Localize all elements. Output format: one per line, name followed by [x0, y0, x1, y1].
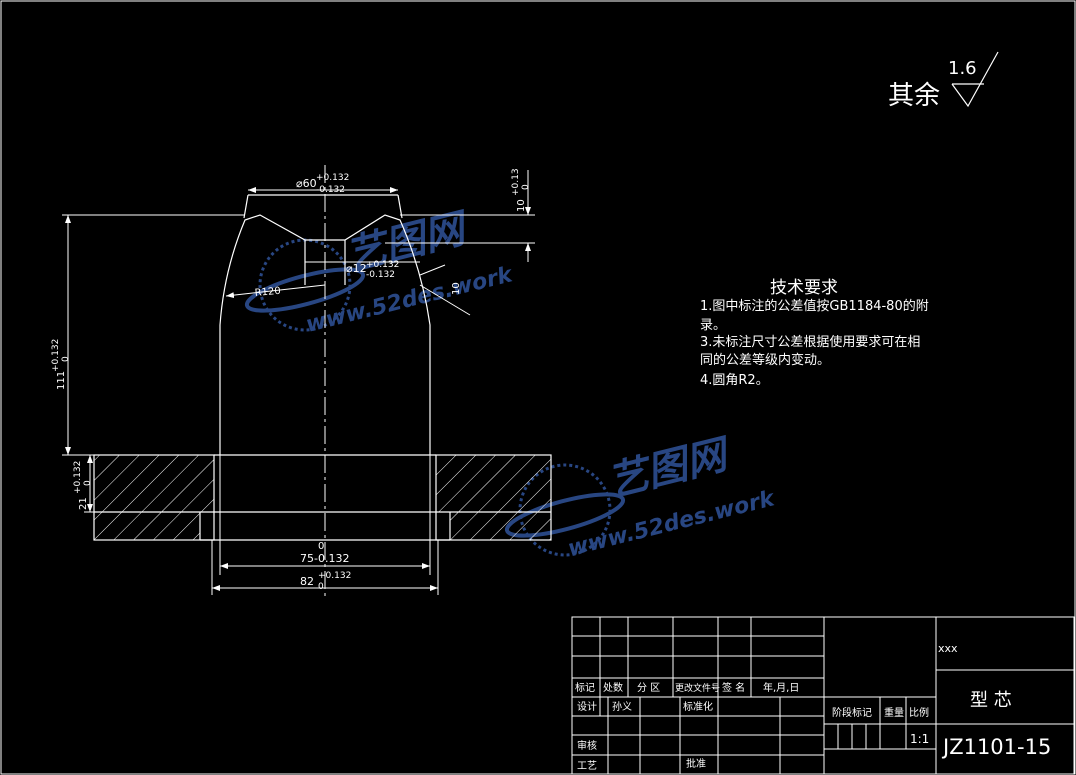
- review-label: 审核: [577, 739, 597, 752]
- dim-base-height-tol: +0.132: [73, 461, 83, 494]
- col-label: 标记: [575, 682, 595, 694]
- surface-value: 1.6: [948, 58, 977, 79]
- drawing-number: JZ1101-15: [941, 735, 1051, 759]
- surface-label: 其余: [888, 81, 940, 111]
- tech-line: 3.未标注尺寸公差根据使用要求可在相: [700, 334, 920, 350]
- dim-radius: R120: [254, 286, 281, 299]
- dim-hole-diameter: ⌀12: [346, 262, 367, 275]
- title-block: [571, 616, 1075, 775]
- dim-angle: 10: [451, 282, 462, 295]
- dim-base-height-zero: 0: [83, 480, 93, 486]
- weight-label: 重量: [884, 706, 904, 719]
- col-label: 分 区: [637, 682, 660, 694]
- dimension-labels: ⌀60 +0.132 -0.132 ⌀12 +0.132 -0.132 R120…: [51, 168, 531, 592]
- designer-label: 设计: [577, 700, 597, 713]
- col-label: 处数: [603, 681, 623, 694]
- dim-right-height-tol: +0.13: [511, 168, 521, 196]
- title-block-text: 标记 处数 分 区 更改文件号 签 名 年,月,日 设计 孙义 标准化 审核 工…: [575, 642, 1051, 772]
- technical-requirements: 技术要求 1.图中标注的公差值按GB1184-80的附 录。 3.未标注尺寸公差…: [700, 278, 929, 388]
- surface-roughness-symbol: 其余 1.6: [888, 51, 999, 111]
- col-label: 更改文件号: [675, 682, 720, 694]
- dimensions: [62, 170, 535, 595]
- process-label: 工艺: [577, 760, 597, 772]
- tech-title: 技术要求: [770, 278, 838, 298]
- dim-total-height-zero: 0: [61, 356, 71, 362]
- standard-label: 标准化: [683, 700, 713, 713]
- dim-outer-width-zero: 0: [318, 582, 324, 592]
- dim-top-tol-up: +0.132: [316, 173, 349, 183]
- approve-label: 批准: [686, 757, 706, 770]
- dim-total-height: 111: [56, 371, 67, 390]
- dim-total-height-tol: +0.132: [51, 339, 61, 372]
- dim-bottom-zero: 0: [318, 541, 324, 552]
- dim-right-height: 10: [516, 199, 527, 212]
- tech-line: 1.图中标注的公差值按GB1184-80的附: [700, 298, 929, 314]
- watermark-brand: 艺图网: [603, 431, 736, 506]
- col-label: 年,月,日: [763, 681, 799, 694]
- tech-line: 4.圆角R2。: [700, 373, 769, 388]
- dim-outer-width: 82: [300, 575, 314, 588]
- company-name: xxx: [938, 642, 958, 655]
- dim-outer-width-tol: +0.132: [318, 571, 351, 581]
- scale-label: 比例: [909, 706, 929, 719]
- dim-hole-tol-low: -0.132: [366, 270, 395, 280]
- base-hatch: [94, 455, 551, 540]
- dim-top-diameter: ⌀60: [296, 177, 317, 190]
- stage-label: 阶段标记: [832, 706, 872, 719]
- watermark-url: www.52des.work: [565, 486, 778, 562]
- dim-inner-width: 75-0.132: [300, 552, 349, 565]
- designer-name: 孙义: [612, 700, 632, 713]
- tech-line: 同的公差等级内变动。: [700, 352, 830, 368]
- dim-base-height: 21: [78, 497, 89, 510]
- dim-top-tol-low: -0.132: [316, 185, 345, 195]
- dim-hole-tol-up: +0.132: [366, 260, 399, 270]
- dim-right-height-zero: 0: [521, 184, 531, 190]
- part-name: 型 芯: [970, 690, 1012, 711]
- tech-line: 录。: [700, 318, 726, 333]
- watermark-url: www.52des.work: [303, 262, 516, 338]
- scale-value: 1:1: [910, 732, 929, 746]
- col-label: 签 名: [722, 681, 745, 694]
